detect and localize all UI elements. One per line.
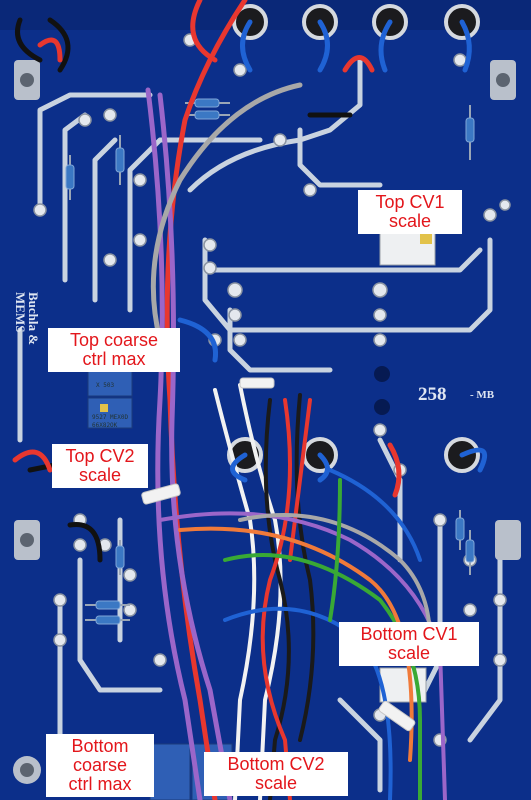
label-line: scale [387, 643, 431, 663]
label-top-coarse-ctrl-max: Top coarse ctrl max [48, 328, 180, 372]
label-line: Bottom CV2 [227, 754, 325, 774]
label-line: ctrl max [82, 349, 146, 369]
wire-harness [145, 0, 447, 800]
label-line: Top CV1 [375, 192, 445, 212]
label-bottom-cv1-scale: Bottom CV1 scale [339, 622, 479, 666]
label-line: ctrl max [68, 774, 132, 794]
label-bottom-coarse-ctrl-max: Bottom coarse ctrl max [46, 734, 154, 797]
silkscreen-model: 258 [418, 384, 447, 405]
jack-wires [12, 0, 487, 563]
label-line: Top CV2 [65, 446, 135, 466]
label-top-cv1-scale: Top CV1 scale [358, 190, 462, 234]
label-line: scale [78, 465, 122, 485]
standoffs [13, 60, 521, 784]
led-holes [374, 366, 390, 415]
cable-ties [141, 377, 416, 732]
label-line: Bottom [71, 736, 129, 756]
trimmer-marking: X 503 [96, 382, 115, 389]
label-line: Top coarse [69, 330, 159, 350]
resistors [65, 98, 475, 625]
silkscreen-brand: Buchla & MEMS [13, 292, 41, 346]
label-line: scale [254, 773, 298, 793]
label-top-cv2-scale: Top CV2 scale [52, 444, 148, 488]
trimmer-marking: 9527 MEX0D [92, 414, 129, 421]
label-line: Bottom CV1 [360, 624, 458, 644]
label-line: coarse [72, 755, 128, 775]
trimmer-marking: 66X82OK [92, 422, 118, 429]
silkscreen-model-suffix: - MB [470, 389, 495, 401]
label-bottom-cv2-scale: Bottom CV2 scale [204, 752, 348, 796]
label-line: scale [388, 211, 432, 231]
traces [17, 57, 503, 793]
